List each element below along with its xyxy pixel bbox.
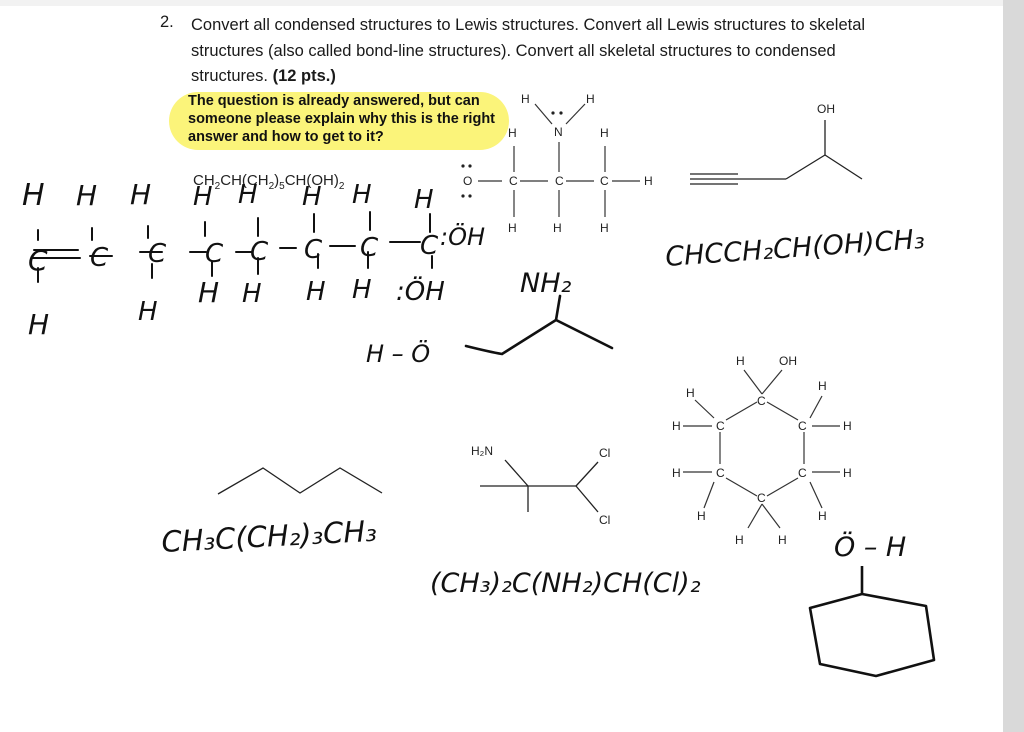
hw-condensed-answer-2: CH₃C(CH₂)₃CH₃	[161, 514, 378, 559]
atom-h: H	[672, 419, 681, 433]
atom-h: H	[644, 174, 653, 188]
cond-part: CH	[193, 172, 215, 189]
hw-h: H	[352, 180, 372, 210]
atom-cl: Cl	[599, 446, 610, 460]
atom-c: C	[716, 419, 725, 433]
hw-h: H	[414, 185, 434, 215]
hw-oh-label: Ö – H	[834, 531, 906, 563]
hw-h: H	[306, 277, 326, 307]
cond-sub: 5	[279, 181, 285, 192]
highlight-note: The question is already answered, but ca…	[188, 93, 495, 145]
atom-oh: OH	[779, 354, 797, 368]
atom-h2n: H₂N	[471, 444, 493, 458]
hw-oh-top: :ÖH	[440, 222, 485, 251]
atom-c: C	[798, 466, 807, 480]
handwritten-lewis-structure	[31, 211, 433, 283]
hw-h: H	[138, 297, 158, 327]
atom-h: H	[843, 466, 852, 480]
atom-c: C	[798, 419, 807, 433]
skeletal-pentane	[217, 467, 383, 495]
atom-c: C	[757, 491, 766, 505]
hw-cyclohexanol-ring	[808, 566, 936, 678]
atom-c: C	[509, 174, 518, 188]
handwritten-c-atoms: C C C C C C C C	[28, 231, 439, 277]
page-top-band	[0, 0, 1003, 6]
cond-sub: 2	[214, 181, 221, 192]
structures-canvas: O C C C H N H H H H H H H OH	[22, 92, 936, 678]
atom-h: H	[508, 126, 517, 140]
hw-c: C	[28, 244, 48, 277]
lone-pair-dots	[461, 111, 563, 198]
hw-ho-label: H – Ö	[366, 339, 430, 368]
hw-h: H	[76, 179, 97, 212]
hw-h: H	[130, 178, 151, 211]
atom-c: C	[555, 174, 564, 188]
atom-c: C	[600, 174, 609, 188]
printed-lewis-structure	[478, 103, 640, 217]
condensed-structure-1: CH2CH(CH2)5CH(OH)2	[193, 172, 344, 192]
hw-h: H	[302, 182, 322, 212]
atom-c: C	[716, 466, 725, 480]
atom-h: H	[778, 533, 787, 547]
cond-sub: 2	[268, 181, 275, 192]
atom-h: H	[818, 379, 827, 393]
hw-condensed-answer-3: (CH₃)₂C(NH₂)CH(Cl)₂	[430, 568, 701, 599]
atom-h: H	[553, 221, 562, 235]
atom-h: H	[508, 221, 517, 235]
hw-h: H	[22, 178, 45, 213]
atom-h: H	[818, 509, 827, 523]
question-points: (12 pts.)	[272, 67, 336, 85]
hw-skeletal-amino-alcohol	[464, 294, 614, 356]
cond-sub: 2	[338, 181, 345, 192]
atom-cl: Cl	[599, 513, 610, 527]
handwritten-h-atoms: H H H H H H H H H H H H H H	[22, 178, 434, 341]
highlight-marker	[169, 92, 509, 150]
cond-part: CH(CH	[220, 172, 269, 189]
hw-condensed-answer-1: CHCCH₂CH(OH)CH₃	[664, 224, 925, 273]
question-text: Convert all condensed structures to Lewi…	[191, 13, 881, 90]
atom-h: H	[736, 354, 745, 368]
atom-c: C	[757, 394, 766, 408]
hw-h: H	[28, 308, 49, 341]
hw-oh-bottom: :ÖH	[396, 275, 445, 307]
skeletal-alkynol	[690, 120, 863, 185]
hw-c: C	[360, 233, 379, 263]
atom-h: H	[672, 466, 681, 480]
skeletal-amino-dichloro	[480, 459, 599, 513]
hw-nh2: NH₂	[520, 268, 572, 299]
atom-h: H	[697, 509, 706, 523]
atom-h: H	[735, 533, 744, 547]
question-number: 2.	[160, 13, 174, 31]
atom-h: H	[600, 221, 609, 235]
atom-oh: OH	[817, 102, 835, 116]
hw-h: H	[193, 182, 213, 212]
hw-h: H	[242, 279, 262, 309]
hw-c: C	[205, 239, 224, 269]
atom-h: H	[521, 92, 530, 106]
hw-c: C	[304, 235, 323, 265]
hw-h: H	[198, 276, 219, 309]
printed-cyclohexane-lewis	[683, 369, 840, 529]
atom-n: N	[554, 125, 563, 139]
hw-h: H	[352, 275, 372, 305]
atom-h: H	[600, 126, 609, 140]
hw-c: C	[420, 231, 439, 261]
atom-h: H	[843, 419, 852, 433]
cond-part: CH(OH)	[284, 172, 339, 189]
atom-h: H	[686, 386, 695, 400]
hw-c: C	[148, 239, 167, 269]
question-body: Convert all condensed structures to Lewi…	[191, 16, 866, 85]
hw-c: C	[250, 237, 269, 267]
atom-h: H	[586, 92, 595, 106]
hw-h: H	[238, 180, 258, 210]
cond-part: )	[274, 172, 280, 189]
atom-o: O	[463, 174, 472, 188]
hw-c: C	[90, 243, 109, 273]
